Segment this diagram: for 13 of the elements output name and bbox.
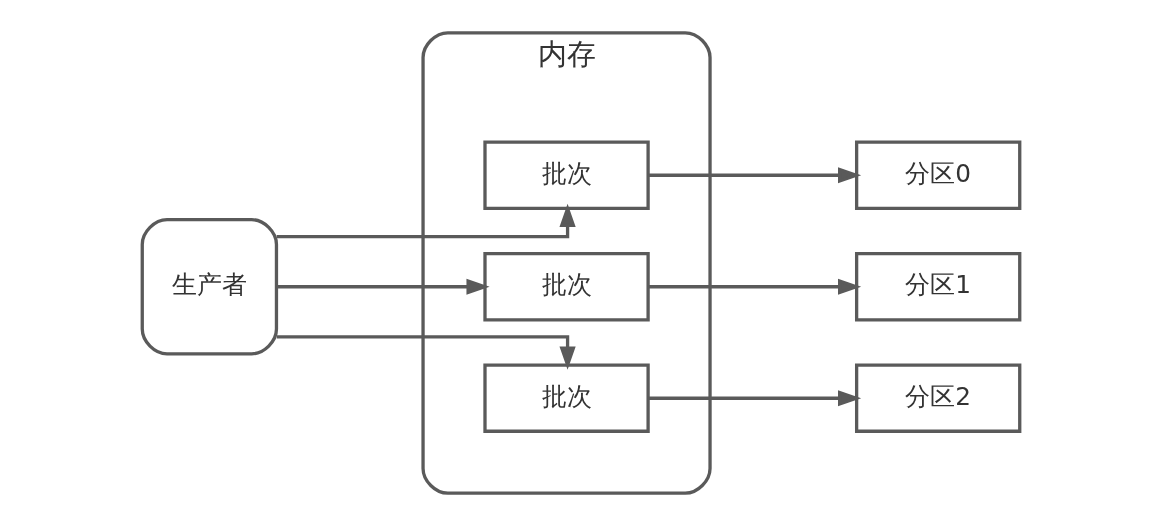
arrow bbox=[276, 335, 576, 370]
node-box: 批次 bbox=[482, 363, 650, 433]
node-box: 分区1 bbox=[854, 252, 1021, 322]
arrow bbox=[647, 167, 861, 184]
node-box: 批次 bbox=[482, 252, 650, 322]
arrow bbox=[276, 203, 576, 239]
arrow bbox=[647, 390, 861, 407]
arrow bbox=[647, 278, 861, 295]
node-box: 分区2 bbox=[854, 363, 1021, 433]
node-box: 分区0 bbox=[854, 140, 1021, 210]
node-box: 生产者 bbox=[140, 218, 278, 356]
arrow bbox=[276, 278, 490, 295]
node-box: 批次 bbox=[482, 140, 650, 210]
